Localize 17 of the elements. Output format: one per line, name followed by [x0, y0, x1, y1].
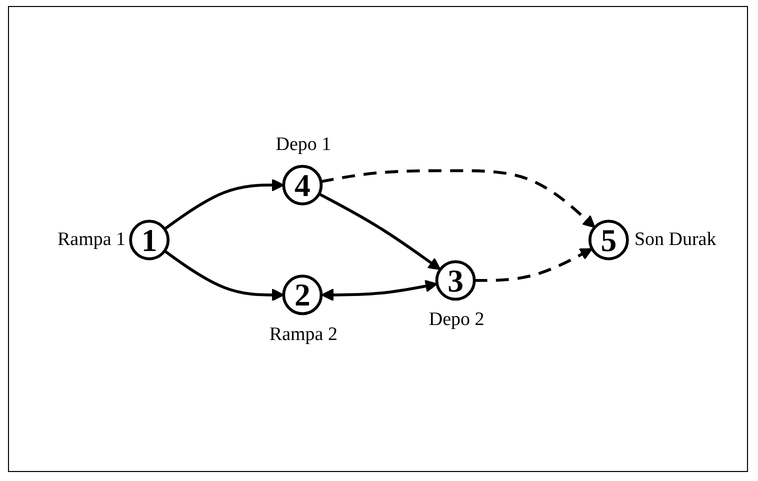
diagram-frame: 1 4 2 5 3 Rampa 1 Depo 1 Rampa 2 Son Durak Depo 2: [8, 6, 748, 472]
node-caption: Rampa 2: [269, 324, 338, 346]
node-circle: [129, 220, 170, 260]
node-caption: Depo 2: [428, 309, 484, 332]
arrow: [320, 169, 596, 228]
node-caption: Rampa 1: [57, 228, 126, 251]
arrow: [318, 192, 441, 270]
node-circle: [588, 220, 629, 260]
arrow: [164, 250, 284, 302]
arrow: [474, 248, 593, 282]
node-circle: [282, 164, 323, 206]
node-circle: [435, 260, 476, 301]
arrow: [321, 280, 438, 302]
node-caption: Son Durak: [634, 228, 716, 251]
node-circle: [282, 274, 323, 316]
arrow: [164, 178, 284, 230]
node-caption: Depo 1: [276, 134, 332, 156]
